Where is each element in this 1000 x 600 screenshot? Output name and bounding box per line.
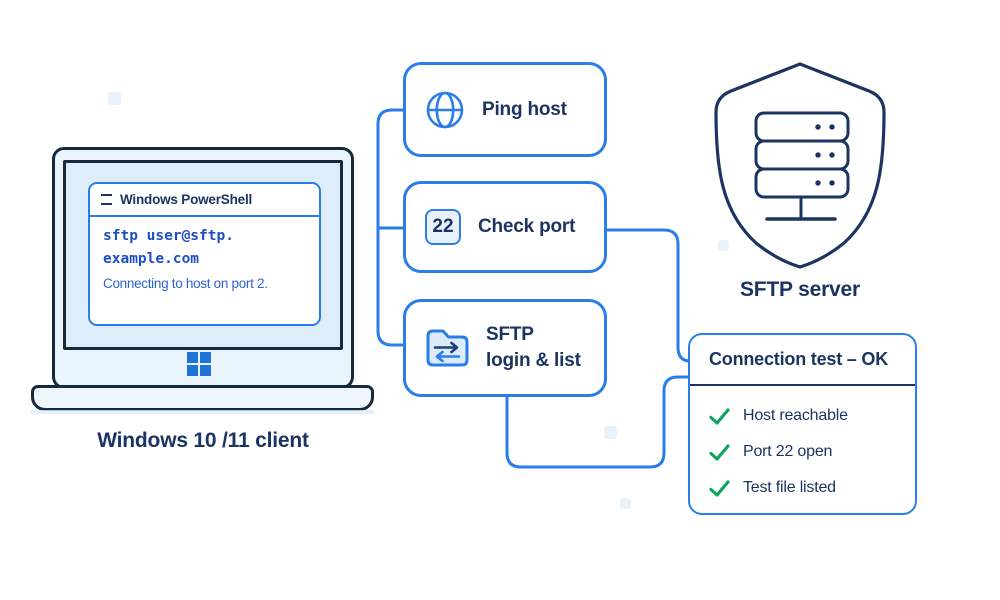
server-label: SFTP server xyxy=(740,278,860,301)
step-label-line1: SFTP xyxy=(486,324,534,345)
step-label: Ping host xyxy=(482,98,567,120)
result-title: Connection test – OK xyxy=(690,335,915,386)
check-icon xyxy=(709,407,730,425)
windows-logo-icon xyxy=(187,352,211,376)
server-leds xyxy=(815,124,835,186)
decor-square xyxy=(620,498,631,509)
powershell-title: Windows PowerShell xyxy=(120,192,253,207)
terminal-command-line: example.com xyxy=(103,251,200,267)
step-label: Check port xyxy=(478,216,576,237)
check-icon xyxy=(709,443,730,461)
connector-sftp-to-result xyxy=(505,375,691,469)
result-list: Host reachable Port 22 open Test file li… xyxy=(690,386,915,506)
powershell-window: Windows PowerShell sftp user@sftp. examp… xyxy=(88,182,321,326)
check-icon xyxy=(709,479,730,497)
server-icon xyxy=(754,111,850,221)
connector-checkport-to-result xyxy=(605,228,692,363)
port-22-badge: 22 xyxy=(425,209,461,245)
terminal-command-line: sftp user@sftp. xyxy=(103,228,234,244)
result-row: Port 22 open xyxy=(709,434,905,470)
step-box-check-port: 22 Check port xyxy=(403,181,607,273)
folder-transfer-icon xyxy=(425,326,469,370)
menu-icon xyxy=(101,194,112,205)
powershell-titlebar: Windows PowerShell xyxy=(90,184,319,217)
terminal-output: sftp user@sftp. example.com Connecting t… xyxy=(90,217,319,291)
decor-square xyxy=(108,92,121,105)
connector-left-bracket xyxy=(376,108,405,347)
result-item-text: Port 22 open xyxy=(743,443,833,460)
result-item-text: Host reachable xyxy=(743,407,848,424)
result-card: Connection test – OK Host reachable Port… xyxy=(688,333,917,515)
decor-square xyxy=(718,240,729,251)
globe-icon xyxy=(425,90,465,130)
step-box-sftp-login: SFTP login & list xyxy=(403,299,607,397)
laptop-base xyxy=(31,385,374,411)
terminal-status-line: Connecting to host on port 2. xyxy=(103,276,268,291)
step-label-line2: login & list xyxy=(486,350,581,371)
laptop-shadow xyxy=(30,410,375,414)
step-label: SFTP login & list xyxy=(486,322,581,374)
decor-square xyxy=(604,426,617,439)
result-item-text: Test file listed xyxy=(743,479,836,496)
step-box-ping-host: Ping host xyxy=(403,62,607,157)
client-label: Windows 10 /11 client xyxy=(97,429,309,452)
result-row: Test file listed xyxy=(709,470,905,506)
result-row: Host reachable xyxy=(709,398,905,434)
